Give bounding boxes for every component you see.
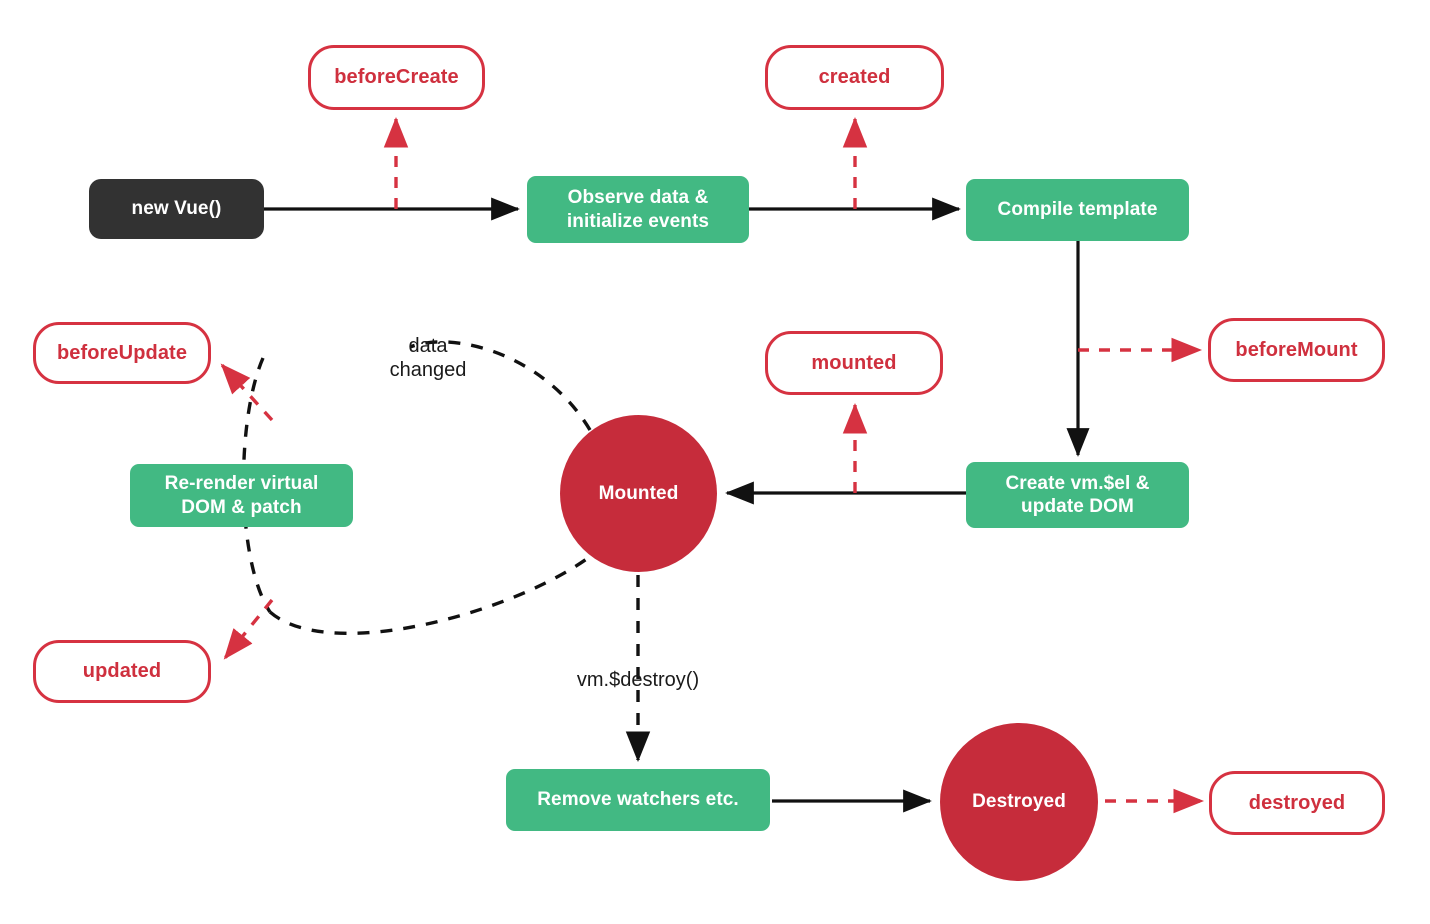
node-remove-watchers-label: Remove watchers etc. <box>537 789 739 811</box>
hook-updated-label: updated <box>82 660 162 683</box>
hook-before-create-label: beforeCreate <box>334 66 459 89</box>
hook-before-update[interactable]: beforeUpdate <box>33 322 211 384</box>
node-compile-template-label: Compile template <box>997 199 1158 221</box>
edge-label-data-changed: data changed <box>389 335 467 381</box>
edge-label-vm-destroy: vm.$destroy() <box>576 669 700 691</box>
node-observe-data-label: Observe data & initialize events <box>566 187 710 232</box>
hook-before-mount[interactable]: beforeMount <box>1208 318 1385 382</box>
hook-mounted[interactable]: mounted <box>765 331 943 395</box>
hook-updated[interactable]: updated <box>33 640 211 703</box>
node-destroyed-state[interactable]: Destroyed <box>940 723 1098 881</box>
node-new-vue-label: new Vue() <box>131 198 222 220</box>
hook-created[interactable]: created <box>765 45 944 110</box>
edge-hook-before-update <box>220 363 274 422</box>
hook-mounted-label: mounted <box>811 351 897 374</box>
hook-destroyed-label: destroyed <box>1248 791 1346 814</box>
node-mounted-state-label: Mounted <box>598 482 679 504</box>
hook-created-label: created <box>818 66 891 89</box>
node-create-el-label: Create vm.$el & update DOM <box>1005 472 1150 517</box>
node-mounted-state[interactable]: Mounted <box>560 415 717 572</box>
node-rerender-virtual-dom[interactable]: Re-render virtual DOM & patch <box>130 464 353 527</box>
node-new-vue[interactable]: new Vue() <box>89 179 264 239</box>
node-create-el[interactable]: Create vm.$el & update DOM <box>966 462 1189 528</box>
node-rerender-virtual-dom-label: Re-render virtual DOM & patch <box>164 473 319 518</box>
hook-before-update-label: beforeUpdate <box>56 341 188 364</box>
hook-before-mount-label: beforeMount <box>1235 338 1358 361</box>
node-observe-data[interactable]: Observe data & initialize events <box>527 176 749 243</box>
node-destroyed-state-label: Destroyed <box>972 791 1066 813</box>
hook-before-create[interactable]: beforeCreate <box>308 45 485 110</box>
edge-loop-bottom <box>268 550 598 636</box>
edge-hook-updated <box>223 598 274 660</box>
node-remove-watchers[interactable]: Remove watchers etc. <box>506 769 770 831</box>
hook-destroyed[interactable]: destroyed <box>1209 771 1385 835</box>
node-compile-template[interactable]: Compile template <box>966 179 1189 241</box>
